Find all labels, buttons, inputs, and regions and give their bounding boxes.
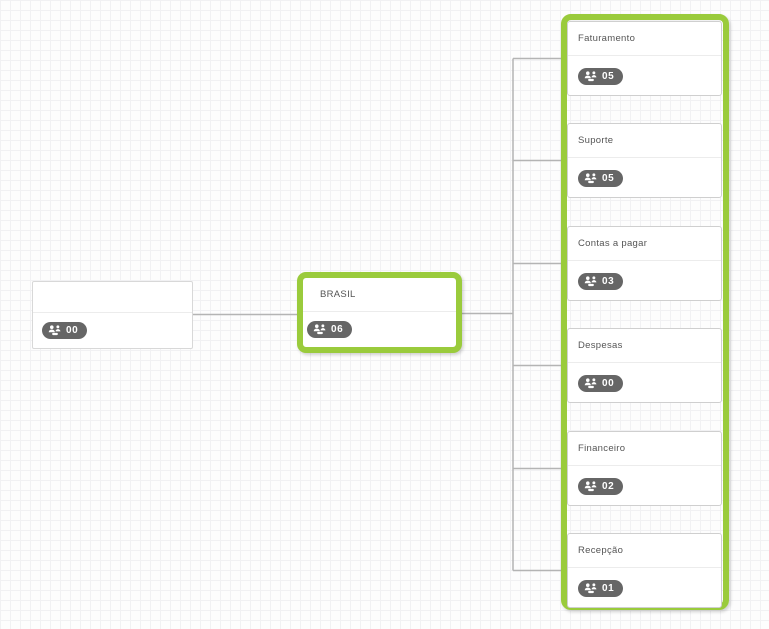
member-count-badge[interactable]: 00 <box>578 374 624 392</box>
member-count: 00 <box>602 377 615 389</box>
member-count-badge[interactable]: 06 <box>307 320 353 338</box>
child-node-recepcao[interactable]: Recepção 01 <box>567 533 722 608</box>
node-title-row: BRASIL <box>303 278 456 312</box>
node-title: Recepção <box>578 545 624 556</box>
child-node-faturamento[interactable]: Faturamento 05 <box>567 21 722 96</box>
node-badge-row: 00 <box>33 313 192 347</box>
member-count: 03 <box>602 275 615 287</box>
member-count-badge[interactable]: 00 <box>42 321 88 339</box>
node-badge-row: 01 <box>568 568 721 608</box>
member-count: 01 <box>602 582 615 594</box>
member-count: 06 <box>331 323 344 335</box>
member-count-badge[interactable]: 05 <box>578 169 624 187</box>
node-title-row: Suporte <box>568 124 721 158</box>
member-count-badge[interactable]: 02 <box>578 477 624 495</box>
child-node-contas-a-pagar[interactable]: Contas a pagar 03 <box>567 226 722 301</box>
node-title: Financeiro <box>578 443 626 454</box>
member-count-badge[interactable]: 03 <box>578 272 624 290</box>
users-icon <box>584 70 598 82</box>
child-node-despesas[interactable]: Despesas 00 <box>567 328 722 403</box>
child-node-financeiro[interactable]: Financeiro 02 <box>567 431 722 506</box>
users-icon <box>584 275 598 287</box>
node-badge-row: 05 <box>568 56 721 96</box>
node-title: Contas a pagar <box>578 238 648 249</box>
root-node[interactable]: 00 <box>32 281 193 349</box>
users-icon <box>313 323 327 335</box>
node-title-row: Financeiro <box>568 432 721 466</box>
member-count-badge[interactable]: 01 <box>578 579 624 597</box>
node-brasil[interactable]: BRASIL 06 <box>297 272 462 353</box>
users-icon <box>584 582 598 594</box>
users-icon <box>48 324 62 336</box>
node-badge-row: 00 <box>568 363 721 403</box>
users-icon <box>584 377 598 389</box>
node-badge-row: 06 <box>303 312 456 346</box>
node-title: Faturamento <box>578 33 636 44</box>
member-count: 05 <box>602 70 615 82</box>
users-icon <box>584 172 598 184</box>
node-title: BRASIL <box>320 289 356 300</box>
member-count: 02 <box>602 480 615 492</box>
node-title-row: Faturamento <box>568 22 721 56</box>
children-group-outline <box>561 14 729 610</box>
node-badge-row: 02 <box>568 466 721 506</box>
node-badge-row: 03 <box>568 261 721 301</box>
member-count: 00 <box>66 324 79 336</box>
child-node-suporte[interactable]: Suporte 05 <box>567 123 722 198</box>
node-title-row: Contas a pagar <box>568 227 721 261</box>
node-title: Suporte <box>578 135 614 146</box>
users-icon <box>584 480 598 492</box>
member-count-badge[interactable]: 05 <box>578 67 624 85</box>
node-badge-row: 05 <box>568 158 721 198</box>
member-count: 05 <box>602 172 615 184</box>
node-title: Despesas <box>578 340 623 351</box>
node-title-row <box>33 282 192 313</box>
node-title-row: Recepção <box>568 534 721 568</box>
node-title-row: Despesas <box>568 329 721 363</box>
